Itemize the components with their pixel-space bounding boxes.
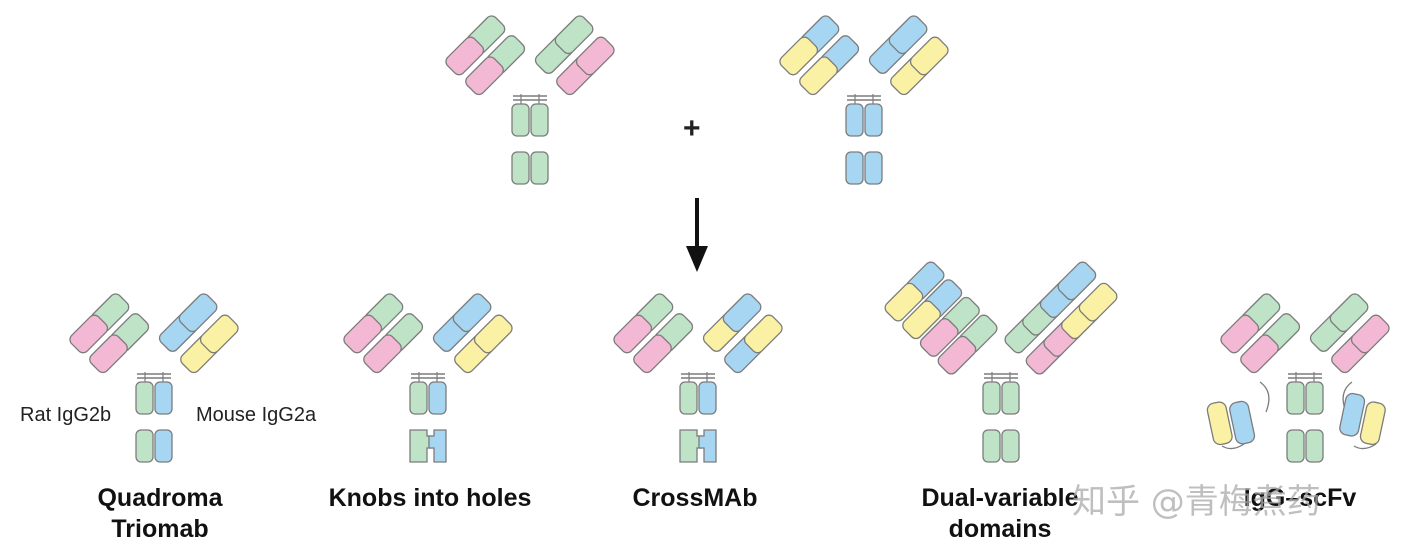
light-chain-domain (199, 314, 239, 354)
format-label-crossmab: CrossMAb (605, 483, 785, 514)
light-chain-domain (799, 56, 838, 96)
antibody-quadroma (69, 293, 239, 463)
watermark: 知乎 @青梅煮药 (1072, 482, 1321, 522)
fc-domain (1001, 381, 1020, 415)
format-label-line1: Quadroma (97, 484, 223, 512)
fc-domain (511, 151, 530, 185)
fc-domain (679, 381, 698, 415)
light-chain-domain (89, 334, 128, 374)
fc-domain (845, 151, 864, 185)
light-chain-domain (633, 334, 672, 374)
format-label-line1: CrossMAb (632, 484, 758, 512)
light-chain-domain (779, 36, 819, 76)
light-chain-domain (743, 314, 783, 354)
light-chain-domain (919, 318, 959, 357)
fc-domain (982, 381, 1001, 415)
light-chain-domain (445, 36, 485, 76)
antibody-igg-scfv (1206, 293, 1390, 463)
format-label-knobs-into-holes: Knobs into holes (300, 483, 560, 514)
light-chain-domain (909, 36, 949, 76)
heavy-chain-domain (178, 293, 218, 333)
light-chain-domain (1220, 314, 1260, 354)
fc-domain (511, 103, 530, 137)
fc-domain (154, 429, 173, 463)
fc-domain (845, 103, 864, 137)
antibody-knobs-into-holes (343, 293, 513, 463)
light-chain-domain (1078, 282, 1118, 322)
scfv-domain (1359, 401, 1386, 446)
fc-domain (864, 151, 883, 185)
heavy-chain-domain (554, 15, 594, 55)
fc-domain (864, 103, 883, 137)
fc-domain (135, 381, 154, 415)
heavy-chain-domain (888, 15, 928, 55)
scfv-linker (1259, 381, 1270, 413)
hole-domain (428, 429, 447, 463)
format-label-line1: Knobs into holes (328, 484, 532, 512)
scfv-domain (1206, 401, 1233, 446)
plus-sign: + (683, 112, 701, 145)
parent-antibody-blue (779, 15, 949, 185)
light-chain-domain (1350, 314, 1390, 354)
light-chain-domain (69, 314, 109, 354)
antibody-crossmab (613, 293, 783, 463)
fc-domain (1305, 429, 1324, 463)
heavy-chain-domain (1329, 293, 1369, 333)
fc-domain (154, 381, 173, 415)
scfv-domain (1339, 392, 1366, 437)
fc-domain (530, 151, 549, 185)
parent-antibody-green (445, 15, 615, 185)
format-label-dual-variable: Dual-variable domains (885, 483, 1115, 545)
format-label-line1: IgG–scFv (1243, 484, 1357, 512)
left-chain-note: Rat IgG2b (20, 404, 112, 426)
format-label-line1: Dual-variable (921, 484, 1079, 512)
light-chain-domain (343, 314, 383, 354)
light-chain-domain (884, 282, 924, 322)
format-label-line2: Triomab (111, 515, 209, 543)
fc-domain (1001, 429, 1020, 463)
fc-domain (409, 381, 428, 415)
hole-domain (698, 429, 717, 463)
fc-domain (135, 429, 154, 463)
light-chain-domain (575, 36, 615, 76)
fc-domain (530, 103, 549, 137)
format-label-line2: domains (948, 515, 1052, 543)
light-chain-domain (465, 56, 504, 96)
fc-domain (428, 381, 447, 415)
scfv-linker (1353, 443, 1377, 450)
format-label-quadroma: Quadroma Triomab (60, 483, 260, 545)
light-chain-domain (1240, 334, 1279, 374)
arrow-head (686, 246, 708, 272)
fc-domain (1305, 381, 1324, 415)
fc-domain (698, 381, 717, 415)
fc-domain (1286, 381, 1305, 415)
scfv-linker (1221, 443, 1245, 450)
light-chain-domain (613, 314, 653, 354)
antibody-dual-variable (884, 261, 1118, 463)
light-chain-domain (937, 335, 977, 375)
fc-domain (1286, 429, 1305, 463)
heavy-chain-domain (1057, 261, 1097, 301)
fc-domain (982, 429, 1001, 463)
format-label-igg-scfv: IgG–scFv (1210, 483, 1390, 514)
heavy-chain-domain (722, 293, 762, 333)
light-chain-domain (363, 334, 402, 374)
right-chain-note: Mouse IgG2a (196, 404, 317, 426)
scfv-domain (1229, 400, 1256, 445)
heavy-chain-domain (452, 293, 492, 333)
light-chain-domain (902, 300, 941, 340)
light-chain-domain (473, 314, 513, 354)
